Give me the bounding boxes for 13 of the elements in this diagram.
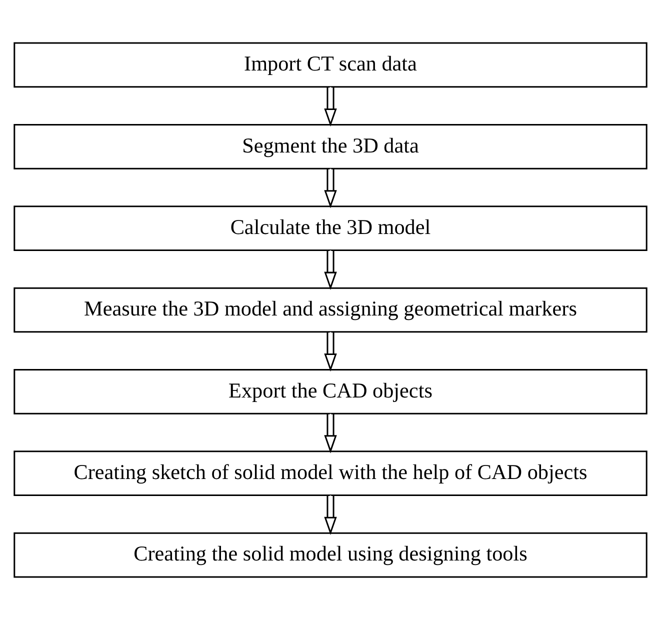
node-box: Creating the solid model using designing tools — [14, 532, 648, 578]
arrow — [324, 168, 337, 208]
arrow — [324, 413, 337, 453]
node-box: Export the CAD objects — [14, 368, 648, 414]
node-box: Creating sketch of solid model with the help of CAD objects — [14, 450, 648, 496]
arrow — [324, 250, 337, 290]
node-box: Calculate the 3D model — [14, 205, 648, 251]
node-box: Measure the 3D model and assigning geometrical markers — [14, 286, 648, 332]
arrow — [324, 86, 337, 126]
arrow — [324, 495, 337, 534]
arrow — [324, 332, 337, 372]
node-box: Import CT scan data — [14, 42, 648, 88]
node-box: Segment the 3D data — [14, 123, 648, 169]
